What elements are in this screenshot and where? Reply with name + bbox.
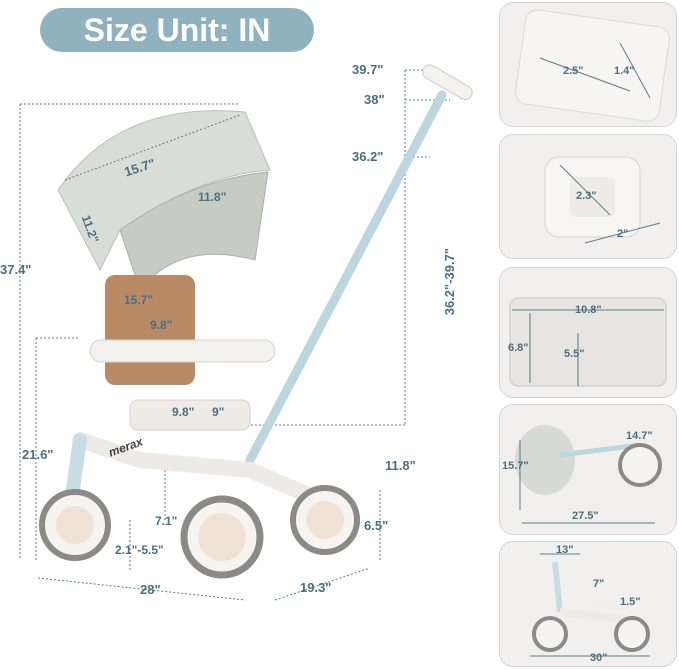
panel3-dim-b: 6.8" xyxy=(508,342,529,354)
detail-panel-pedal: 2.3" 2" xyxy=(499,134,677,259)
detail-panel-folded: 14.7" 15.7" 27.5" xyxy=(499,404,677,535)
seat-height-dim: 21.6" xyxy=(22,447,54,462)
panel4-dim-a: 14.7" xyxy=(626,430,653,442)
handle-range-dim: 36.2"-39.7" xyxy=(442,248,457,316)
panel3-dim-a: 10.8" xyxy=(575,304,602,316)
panel4-dim-c: 27.5" xyxy=(572,510,599,522)
backrest-width-dim: 9.8" xyxy=(150,318,173,332)
backrest-height-dim: 15.7" xyxy=(124,293,154,307)
overall-height-dim: 37.4" xyxy=(0,262,32,277)
panel1-dim-a: 2.5" xyxy=(563,65,584,77)
rear-wheel-dim: 6.5" xyxy=(364,518,389,533)
handle-low-dim: 36.2" xyxy=(352,149,384,164)
footrest-height-dim: 11.8" xyxy=(385,458,416,473)
seat-width-dim: 9" xyxy=(212,405,225,419)
panel1-dim-b: 1.4" xyxy=(614,65,635,77)
panel5-dim-d: 30" xyxy=(590,652,608,664)
panel2-dim-a: 2.3" xyxy=(576,190,597,202)
panel5-dim-a: 13" xyxy=(556,544,574,556)
front-clearance-dim: 7.1" xyxy=(155,514,178,528)
seat-depth-dim: 9.8" xyxy=(172,405,195,419)
panel3-dim-c: 5.5" xyxy=(564,348,585,360)
pedal-range-dim: 2.1"-5.5" xyxy=(115,543,164,557)
canopy-depth-dim: 11.8" xyxy=(198,190,227,204)
detail-panel-storage-bag: 10.8" 6.8" 5.5" xyxy=(499,267,677,398)
detail-panel-footrest: 2.5" 1.4" xyxy=(499,2,677,127)
handle-mid-dim: 38" xyxy=(364,92,385,107)
size-unit-badge: Size Unit: IN xyxy=(40,8,314,52)
handle-top-dim: 39.7" xyxy=(352,62,384,77)
panel2-dim-b: 2" xyxy=(617,228,629,240)
panel5-dim-b: 7" xyxy=(593,578,605,590)
width-dim: 19.3" xyxy=(300,580,332,595)
panel5-dim-c: 1.5" xyxy=(620,596,641,608)
length-dim: 28" xyxy=(140,582,161,597)
detail-panel-balance-bike: 13" 7" 1.5" 30" xyxy=(499,541,677,667)
panel4-dim-b: 15.7" xyxy=(502,460,529,472)
